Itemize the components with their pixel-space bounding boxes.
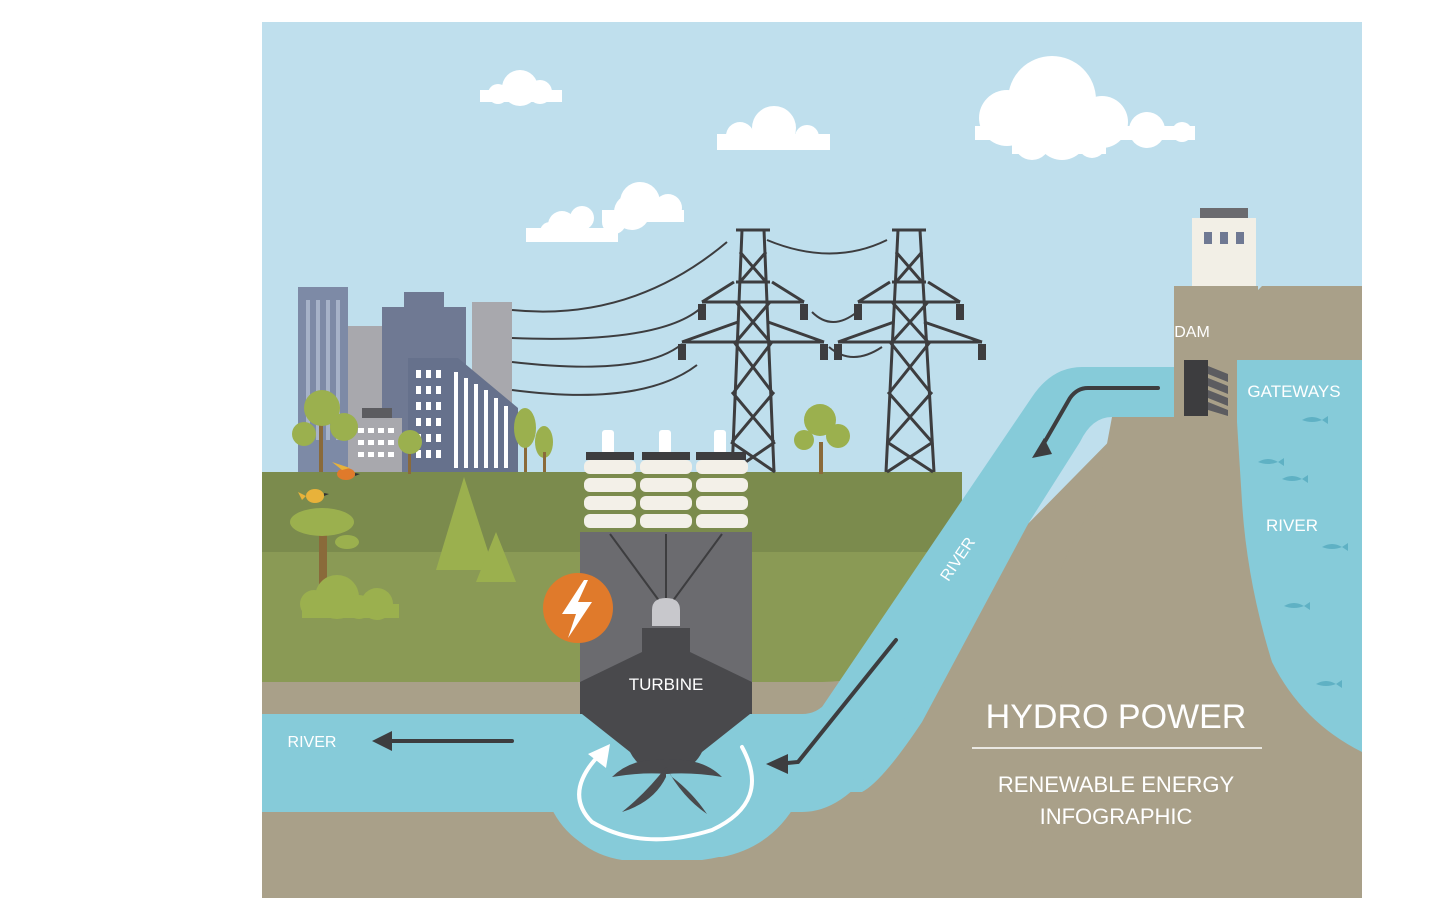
gate-block [1184, 360, 1208, 416]
insulators [678, 304, 986, 360]
bushings [584, 430, 748, 528]
reservoir-river-label: RIVER [1266, 516, 1318, 535]
dam-mound-base [1022, 417, 1262, 898]
tree [292, 390, 358, 472]
turbine-label: TURBINE [629, 675, 704, 694]
bird [298, 489, 329, 503]
pylon [681, 228, 825, 474]
bird [332, 462, 360, 480]
turbine-cone [582, 714, 750, 774]
pine-tree [476, 532, 516, 582]
generator-wires [609, 533, 723, 603]
cloud [480, 70, 562, 106]
outflow-river-label: RIVER [288, 734, 337, 751]
tree [794, 404, 850, 474]
cloud [717, 106, 830, 150]
city-skyline [298, 287, 518, 472]
cloud [1012, 108, 1106, 160]
gateways-label: GATEWAYS [1247, 382, 1340, 401]
pylons [681, 228, 983, 474]
infographic-subtitle-line1: RENEWABLE ENERGY [998, 772, 1235, 797]
tree [514, 408, 553, 472]
infographic-canvas: DAM GATEWAYS RIVER RIVER RIVER TURBINE H… [262, 22, 1362, 898]
infographic-title: HYDRO POWER [986, 698, 1247, 736]
trees [290, 390, 850, 620]
gateways [1208, 366, 1228, 416]
dam-label: DAM [1174, 324, 1210, 341]
lightning-bolt-icon [543, 573, 613, 643]
fish [1258, 416, 1348, 688]
infographic-subtitle-line2: INFOGRAPHIC [1040, 804, 1193, 829]
pylon [837, 228, 983, 474]
dam-outflow-arrow [1038, 386, 1160, 452]
turbine-blades [612, 759, 722, 814]
pine-tree [436, 477, 494, 570]
rotation-arrow-head [588, 744, 610, 768]
cloud [602, 182, 684, 222]
clouds [480, 56, 1195, 242]
birds [298, 462, 360, 503]
shaft-cap [652, 598, 680, 626]
reservoir [1237, 360, 1362, 752]
tree [398, 430, 422, 474]
hydro-power-infographic: DAM GATEWAYS RIVER RIVER RIVER TURBINE H… [262, 22, 1362, 898]
arrow-heads [372, 438, 1052, 774]
tree [290, 508, 399, 620]
control-house [1192, 208, 1256, 286]
building [408, 358, 518, 472]
power-lines [511, 239, 888, 396]
turbine-base [580, 628, 752, 714]
rotation-arrow [577, 745, 754, 842]
